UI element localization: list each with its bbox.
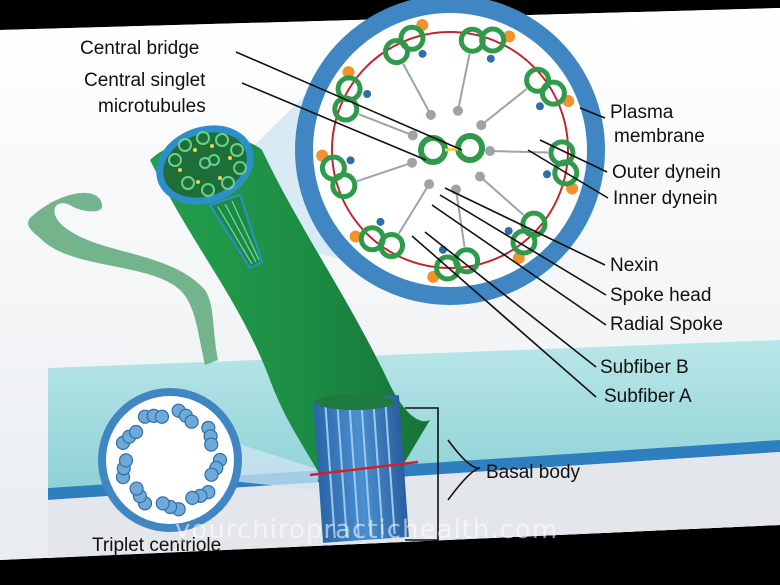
outer-dynein-arm [342, 66, 355, 79]
label-plasma-membrane-line1: Plasma [610, 102, 674, 123]
centriole-microtubule [118, 453, 134, 468]
label-outer-dynein: Outer dynein [612, 162, 721, 183]
label-central-singlet-line1: Central singlet [84, 70, 206, 91]
subfiber-b [434, 254, 462, 282]
radial-spoke [356, 161, 413, 183]
centriole-microtubule [129, 481, 144, 496]
subfiber-a [382, 38, 410, 66]
radial-spoke [398, 183, 430, 235]
watermark: yourchiropractichealth.com [175, 515, 558, 545]
label-spoke-head: Spoke head [610, 285, 711, 306]
centriole-microtubule [185, 490, 200, 506]
background-cilium [28, 192, 218, 365]
subfiber-b [479, 26, 507, 54]
spoke-head [484, 146, 495, 157]
subfiber-b [398, 24, 426, 52]
basal-body-top [315, 394, 395, 410]
inner-dynein-arm [535, 102, 544, 111]
subfiber-b [358, 225, 386, 253]
label-radial-spoke: Radial Spoke [610, 314, 723, 335]
subfiber-b [510, 228, 538, 256]
inner-dynein-arm [418, 49, 427, 58]
spoke-head [452, 105, 463, 116]
triplet-centriole-section [98, 388, 242, 532]
cytoplasm [48, 452, 780, 558]
cilium-cutaway-microtubules [217, 200, 260, 265]
spoke-head [476, 120, 487, 131]
label-subfiber-a: Subfiber A [604, 386, 692, 407]
inner-dynein-arm [543, 170, 552, 179]
label-subfiber-b: Subfiber B [600, 357, 689, 378]
outer-doublets [319, 24, 580, 282]
leader-lines [235, 51, 609, 541]
basal-body-cut-line [309, 460, 419, 477]
nexin-ring [331, 31, 569, 269]
radial-spoke [489, 150, 548, 154]
subfiber-b [319, 154, 347, 182]
axoneme-cross-section [295, 0, 605, 305]
outer-dynein-arm [349, 230, 362, 243]
inner-dynein-arm [376, 217, 385, 226]
centriole-microtubule [184, 414, 199, 429]
radial-spoke [402, 63, 432, 116]
centriole-microtubule [128, 424, 144, 440]
spoke-head [425, 109, 436, 120]
cilium-cut-doublets [168, 131, 247, 197]
inner-dynein-arm [486, 54, 495, 63]
radial-spoke [480, 88, 528, 126]
spoke-head [424, 179, 435, 190]
label-triplet-centriole: Triplet centriole [92, 535, 221, 556]
label-central-singlet-line2: microtubules [98, 96, 206, 117]
centriole-triplets [115, 403, 228, 517]
corner-bottom [0, 525, 780, 585]
subfiber-b [335, 75, 363, 103]
subfiber-a [524, 66, 552, 94]
radial-spokes [356, 53, 548, 248]
spoke-head [407, 157, 418, 168]
subfiber-b [552, 159, 580, 187]
spoke-head [474, 171, 485, 182]
cilium-cut-dyneins [178, 144, 232, 184]
label-central-bridge: Central bridge [80, 38, 199, 59]
inner-dynein-arm [363, 89, 372, 98]
radial-spoke [358, 113, 414, 137]
centriole-microtubule [204, 467, 219, 482]
centriole-microtubule [155, 496, 170, 511]
cilium-cut-core [163, 132, 247, 198]
label-nexin: Nexin [610, 255, 659, 276]
subfiber-b [539, 79, 567, 107]
radial-spoke [479, 175, 525, 216]
label-plasma-membrane-line2: membrane [614, 126, 705, 147]
inner-dynein-arm [504, 226, 513, 235]
spoke-head [407, 130, 418, 141]
radial-spoke [454, 189, 466, 248]
inner-dynein-arm [346, 156, 355, 165]
radial-spoke [456, 53, 471, 111]
centriole-microtubule [204, 437, 219, 452]
label-basal-body: Basal body [486, 462, 581, 483]
label-inner-dynein: Inner dynein [613, 188, 718, 209]
centriole-microtubule [154, 409, 170, 424]
central-bridge [444, 147, 459, 152]
